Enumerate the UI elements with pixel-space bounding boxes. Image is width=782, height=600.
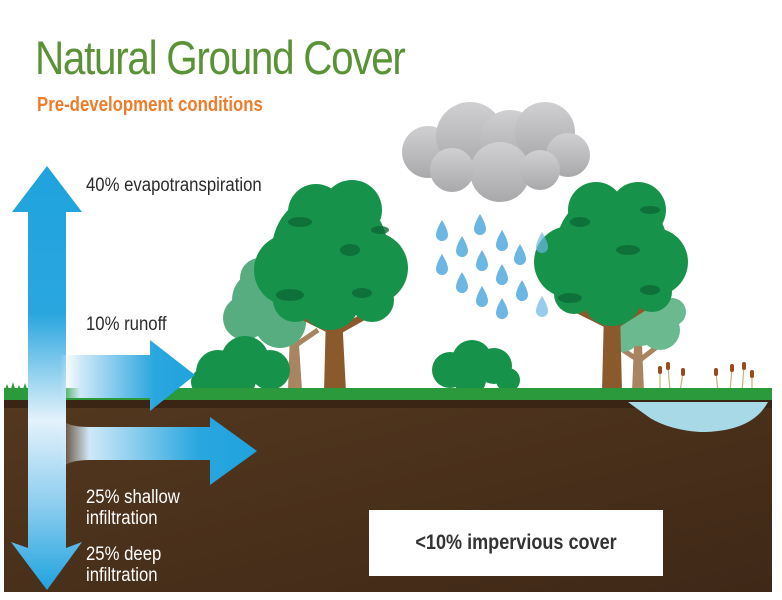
impervious-cover-label: <10% impervious cover	[415, 531, 617, 554]
raindrops	[436, 214, 548, 319]
tree-left	[254, 180, 408, 392]
deep-infiltration-label-line1: 25% deep	[86, 544, 162, 565]
tree-right	[534, 182, 688, 392]
grass-strip	[4, 382, 772, 400]
shrub-middle	[432, 340, 520, 396]
evapotranspiration-arrow	[11, 166, 82, 590]
evapotranspiration-label: 40% evapotranspiration	[86, 175, 262, 196]
pond	[628, 402, 768, 432]
shallow-infiltration-label-line1: 25% shallow	[86, 487, 180, 508]
diagram-subtitle: Pre-development conditions	[37, 94, 263, 116]
shallow-infiltration-label-line2: infiltration	[86, 508, 158, 529]
deep-infiltration-label-line2: infiltration	[86, 565, 158, 586]
shallow-infiltration-arrow	[60, 417, 257, 485]
cattails	[658, 362, 754, 393]
impervious-cover-box: <10% impervious cover	[369, 510, 663, 576]
rain-cloud	[402, 102, 590, 202]
runoff-arrow	[60, 340, 195, 411]
runoff-label: 10% runoff	[86, 314, 167, 335]
diagram-title: Natural Ground Cover	[35, 31, 406, 84]
